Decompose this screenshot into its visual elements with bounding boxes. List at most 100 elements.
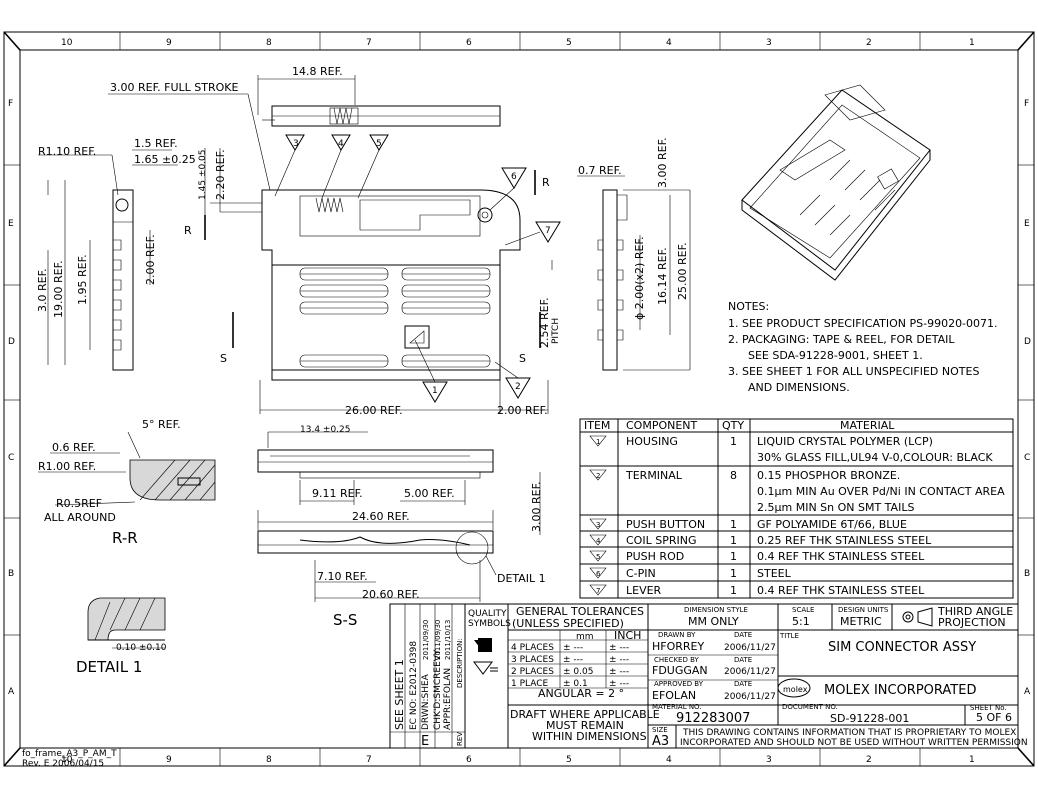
zone-top-8: 8: [266, 38, 272, 48]
bom-component: LEVER: [626, 584, 662, 597]
bom-component: PUSH BUTTON: [626, 518, 705, 531]
section-s-s: [257, 431, 541, 602]
checked-date: 2006/11/27: [724, 667, 776, 677]
zone-bottom-1: 1: [969, 755, 975, 765]
dim-9-11: 9.11 REF.: [312, 487, 363, 500]
approved-by-label: APPROVED BY: [654, 680, 704, 688]
zone-bottom-4: 4: [666, 755, 672, 765]
draft-line-3: WITHIN DIMENSIONS: [532, 730, 647, 743]
item-balloon-4: 4: [338, 139, 344, 149]
zone-right-C: C: [1024, 453, 1030, 463]
bom-qty: 8: [730, 469, 737, 482]
title-label: TITLE: [779, 632, 799, 640]
tol-row-inch: ± ---: [609, 655, 629, 665]
dim-13-4: 13.4 ±0.25: [300, 425, 350, 435]
bom-material-line: 0.15 PHOSPHOR BRONZE.: [757, 469, 900, 482]
bom-component: PUSH ROD: [626, 550, 684, 563]
approved-date: 2006/11/27: [724, 692, 776, 702]
bom-item-number: 3: [596, 521, 600, 529]
quality-label: QUALITY: [468, 609, 507, 619]
material-no: 912283007: [676, 711, 750, 726]
zone-top-4: 4: [666, 38, 672, 48]
dim-19-00: 19.00 REF.: [52, 260, 65, 318]
dim-3-00: 3.00 REF.: [656, 137, 669, 188]
rev-drawn: DRWN:SHEA: [421, 673, 431, 730]
zone-top-7: 7: [366, 38, 372, 48]
bom-header-material: MATERIAL: [840, 419, 895, 432]
dim-0-7: 0.7 REF.: [578, 164, 622, 177]
checked-date-label: DATE: [734, 656, 752, 664]
dim-all-around: ALL AROUND: [44, 511, 116, 524]
zone-right-A: A: [1024, 687, 1031, 697]
zone-bottom-7: 7: [366, 755, 372, 765]
bom-item-number: 2: [596, 472, 600, 480]
item-balloon-5: 5: [376, 139, 382, 149]
section-r-r: [38, 431, 216, 506]
rev-date-3: 2011/10/13: [444, 620, 452, 660]
dim-25-00: 25.00 REF.: [676, 242, 689, 300]
note-3: 3. SEE SHEET 1 FOR ALL UNSPECIFIED NOTES: [728, 365, 979, 378]
frame-id: fo_frame_A3_P_AM_T: [22, 749, 117, 759]
bom-component: HOUSING: [626, 435, 678, 448]
zone-right-D: D: [1024, 337, 1031, 347]
note-1: 1. SEE PRODUCT SPECIFICATION PS-99020-00…: [728, 317, 998, 330]
bom-item-number: 5: [596, 553, 600, 561]
item-balloon-1: 1: [432, 386, 438, 396]
dim-full-stroke: 3.00 REF. FULL STROKE: [110, 81, 238, 94]
zone-left-C: C: [8, 453, 14, 463]
tol-row-mm: ± ---: [563, 643, 583, 653]
section-r-r-label: R-R: [112, 529, 138, 547]
bom-material-line: STEEL: [757, 567, 792, 580]
rev-date-2: 2011/09/30: [434, 620, 442, 660]
dim-5-deg: 5° REF.: [142, 418, 181, 431]
dim-3-00-b: 3.00 REF.: [530, 481, 543, 532]
document-no: SD-91228-001: [830, 712, 909, 725]
angular-tolerance: ANGULAR = 2 °: [538, 687, 624, 700]
bom-header-qty: QTY: [722, 419, 744, 432]
checked-by-label: CHECKED BY: [654, 656, 700, 664]
drawn-by-label: DRAWN BY: [658, 631, 696, 639]
bom-header-item: ITEM: [584, 419, 610, 432]
rev-ec-no: EC NO: E2012-0398: [409, 641, 419, 730]
draft-line-1: DRAFT WHERE APPLICABLE: [510, 708, 660, 721]
note-3b: AND DIMENSIONS.: [748, 381, 850, 394]
bom-item-number: 6: [596, 570, 601, 578]
zone-bottom-5: 5: [566, 755, 572, 765]
scale-label: SCALE: [792, 606, 814, 614]
bom-material-line: 30% GLASS FILL,UL94 V-0,COLOUR: BLACK: [757, 451, 993, 464]
dim-phi-2-00: ϕ 2.00(x2) REF.: [633, 237, 646, 320]
bom-qty: 1: [730, 584, 737, 597]
dim-1-65: 1.65 ±0.25: [134, 153, 196, 166]
symbols-label: SYMBOLS: [468, 619, 511, 629]
drawn-date: 2006/11/27: [724, 643, 776, 653]
zone-left-B: B: [8, 569, 14, 579]
dim-7-10: 7.10 REF.: [317, 570, 368, 583]
zone-left-E: E: [8, 219, 14, 229]
bom-material-line: 2.5µm MIN Sn ON SMT TAILS: [757, 501, 914, 514]
bom-qty: 1: [730, 550, 737, 563]
approved-by: EFOLAN: [652, 689, 696, 702]
checked-by: FDUGGAN: [652, 664, 708, 677]
sheet-size: A3: [652, 734, 669, 749]
section-mark-r-left: R: [184, 224, 192, 237]
bom-qty: 1: [730, 518, 737, 531]
main-view: 1 2 6 7: [108, 75, 561, 414]
dim-pitch: PITCH: [551, 318, 561, 344]
tol-row-label: 2 PLACES: [511, 667, 554, 677]
dim-14-8: 14.8 REF.: [292, 65, 343, 78]
zone-top-2: 2: [866, 38, 872, 48]
zone-right-B: B: [1024, 569, 1030, 579]
dim-r1-00: R1.00 REF.: [38, 460, 96, 473]
dim-r0-5: R0.5REF: [56, 497, 102, 510]
general-tolerances: GENERAL TOLERANCES: [516, 605, 644, 618]
tol-row-label: 4 PLACES: [511, 643, 554, 653]
bom-qty: 1: [730, 435, 737, 448]
material-no-label: MATERIAL NO.: [652, 703, 702, 711]
rev-approved: APPR:EFOLAN: [443, 668, 453, 730]
zone-left-F: F: [8, 99, 13, 109]
